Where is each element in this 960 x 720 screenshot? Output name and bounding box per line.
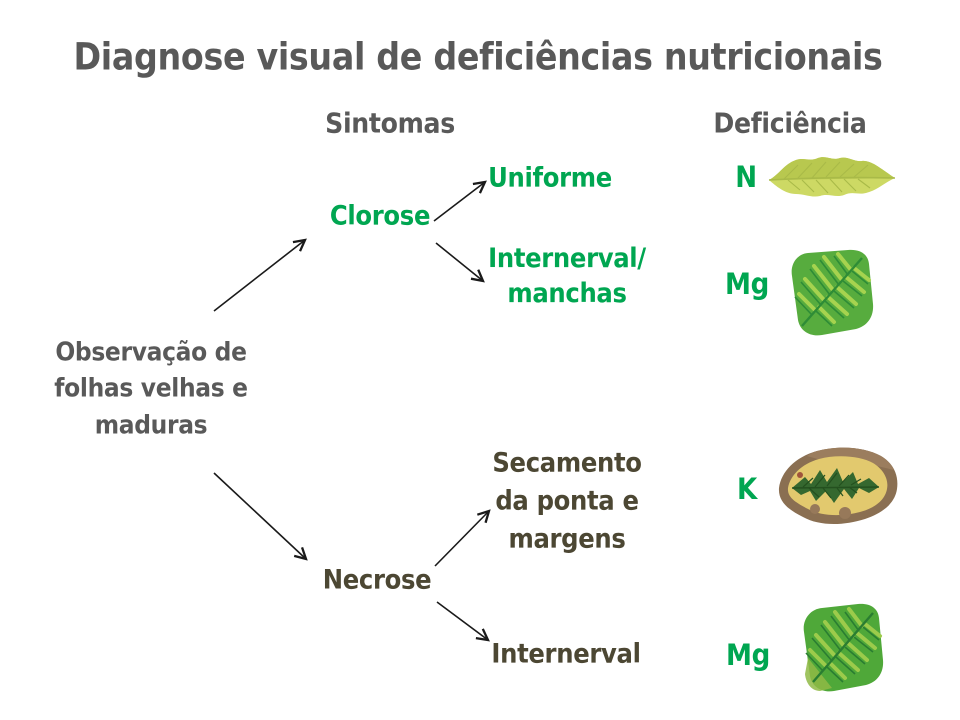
leaf-light-interveinal-streaks — [797, 252, 871, 324]
root-node-line: folhas velhas e — [54, 373, 248, 404]
potassium-marginal-scorch-leaf-icon — [778, 447, 898, 525]
deficiency-symbol-mg-1: Mg — [724, 267, 770, 301]
node-secamento-line: Secamento — [492, 447, 642, 479]
deficiency-symbol-mg-2: Mg — [725, 638, 771, 672]
arrow-root-to-clorose — [213, 240, 305, 312]
leaf-veins — [791, 472, 880, 499]
node-secamento: Secamento da ponta e margens — [492, 444, 642, 557]
node-internerval-manchas-line: manchas — [507, 278, 627, 309]
root-node-observation: Observação de folhas velhas e maduras — [54, 334, 248, 443]
column-header-deficiency: Deficiência — [713, 106, 867, 140]
node-internerval: Internerval — [491, 638, 641, 670]
arrow-necrose-to-secamento — [434, 511, 489, 567]
nitrogen-uniform-chlorosis-leaf-icon — [768, 157, 896, 197]
node-internerval-manchas: Internerval/ manchas — [488, 241, 646, 311]
arrow-necrose-to-internerval — [436, 601, 488, 640]
leaf-upper-shading — [769, 157, 895, 180]
node-clorose: Clorose — [329, 200, 431, 232]
magnesium-interveinal-chlorosis-leaf-icon — [791, 249, 874, 336]
arrow-root-to-necrose — [213, 472, 306, 559]
root-node-line: maduras — [94, 410, 208, 441]
leaf-brown-spot — [810, 504, 820, 514]
deficiency-symbol-n: N — [735, 160, 757, 194]
node-secamento-line: da ponta e — [495, 485, 639, 517]
node-necrose: Necrose — [322, 564, 432, 596]
root-node-line: Observação de — [55, 337, 247, 368]
leaf-green-center — [792, 468, 879, 503]
magnesium-interveinal-chlorosis-leaf-icon — [803, 603, 884, 692]
leaf-top-scorch-band — [807, 447, 894, 470]
column-header-symptoms: Sintomas — [325, 106, 455, 140]
leaf-veins — [805, 611, 880, 683]
leaf-brown-spot — [839, 507, 851, 519]
node-uniforme: Uniforme — [488, 162, 612, 194]
page-title: Diagnose visual de deficiências nutricio… — [73, 35, 883, 79]
arrow-clorose-to-internerval-manchas — [435, 242, 483, 281]
arrow-clorose-to-uniforme — [433, 182, 485, 222]
deficiency-symbol-k: K — [737, 472, 757, 506]
leaf-veins — [794, 255, 869, 327]
leaf-brown-spot — [797, 472, 803, 478]
leaf-veins — [768, 161, 896, 194]
node-secamento-line: margens — [508, 522, 626, 554]
node-internerval-manchas-line: Internerval/ — [488, 242, 646, 274]
leaf-light-interveinal-streaks — [808, 607, 882, 680]
